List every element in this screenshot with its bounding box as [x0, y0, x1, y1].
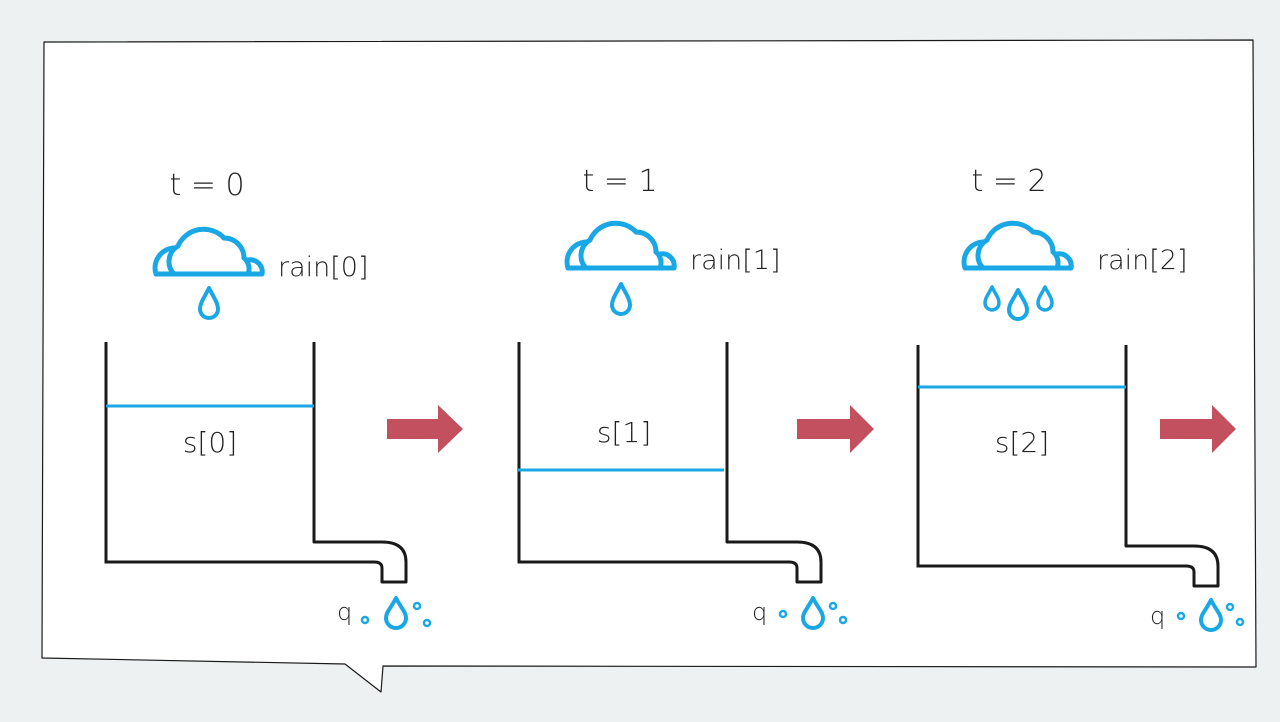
water-drop-icon [198, 286, 220, 320]
step-1: t = 1 rain[1] s[1] q [517, 164, 874, 630]
time-label: t = 1 [582, 164, 657, 199]
tank [104, 342, 408, 584]
outflow-drops [778, 596, 848, 630]
rain-label: rain[0] [278, 252, 369, 283]
right-arrow-icon [1160, 405, 1236, 453]
panel-frame [41, 39, 1257, 693]
rain-label: rain[1] [690, 245, 781, 276]
right-arrow-icon [797, 405, 874, 453]
outflow-drops [1176, 598, 1245, 632]
time-label: t = 0 [169, 168, 244, 203]
time-label: t = 2 [971, 164, 1046, 199]
water-drops-icon [983, 285, 1054, 321]
storage-label: s[0] [183, 426, 237, 459]
right-arrow-icon [387, 405, 463, 453]
outflow-label: q [1150, 602, 1165, 630]
storage-label: s[1] [597, 416, 651, 449]
outflow-drops [360, 596, 432, 630]
storage-label: s[2] [995, 426, 1049, 459]
outflow-label: q [337, 598, 352, 626]
tank [517, 342, 823, 584]
outflow-label: q [752, 598, 767, 626]
rain-cloud-icon [961, 220, 1074, 271]
rain-cloud-icon [152, 226, 265, 277]
tank [916, 345, 1220, 588]
step-2: t = 2 rain[2] s[2] q [916, 164, 1245, 632]
step-0: t = 0 rain[0] s[0] q [104, 168, 463, 630]
water-drop-icon [610, 282, 632, 316]
rain-label: rain[2] [1097, 245, 1188, 276]
rain-cloud-icon [564, 220, 677, 271]
